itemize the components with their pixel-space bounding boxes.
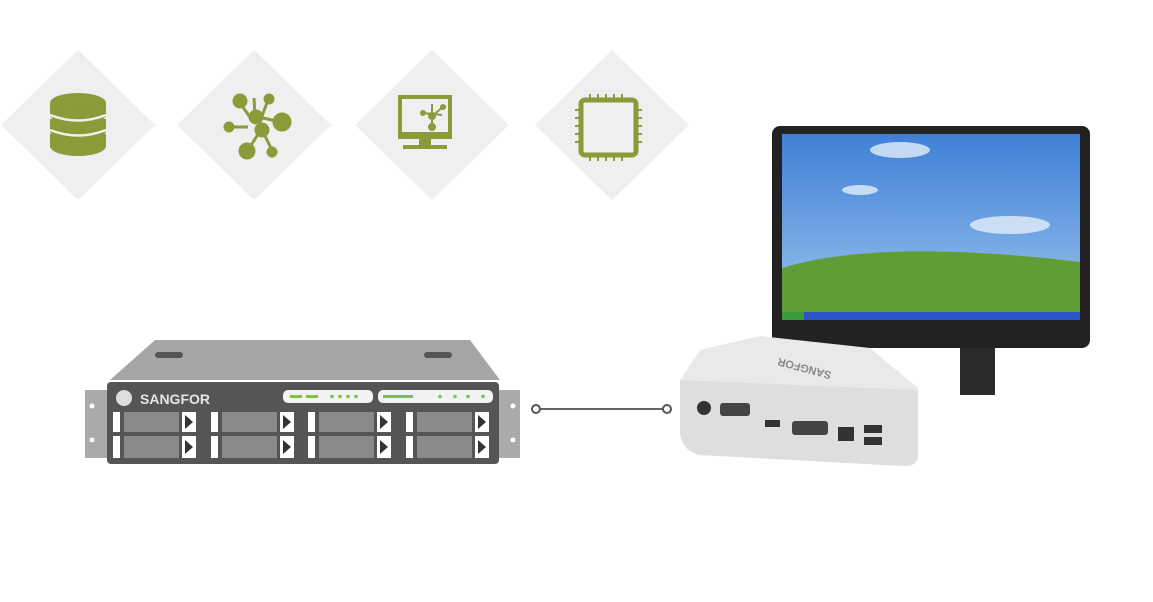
drive-bays: [113, 412, 489, 458]
database-icon: [49, 93, 107, 156]
thin-client: SANGFOR: [680, 336, 918, 466]
status-leds: [290, 394, 485, 399]
server-brand: SANGFOR: [140, 391, 210, 407]
vga-port: [720, 403, 750, 416]
icon-tile-chip: [535, 50, 689, 200]
ethernet-port: [838, 427, 854, 441]
network-nodes-icon: [223, 93, 292, 160]
icon-tile-database: [1, 50, 155, 200]
chip-icon: [575, 94, 642, 161]
sangfor-logo: [116, 390, 132, 406]
usb-port: [864, 425, 882, 433]
icon-tile-monitor: [355, 50, 509, 200]
icon-tile-network: [177, 50, 331, 200]
usb-port: [864, 437, 882, 445]
desktop-monitor: [772, 126, 1090, 395]
hdmi-port: [765, 420, 780, 427]
power-button: [697, 401, 711, 415]
monitor-network-icon: [398, 95, 452, 149]
dvi-port: [792, 421, 828, 435]
rack-server: SANGFOR: [85, 340, 520, 464]
connection-line: [531, 404, 672, 414]
